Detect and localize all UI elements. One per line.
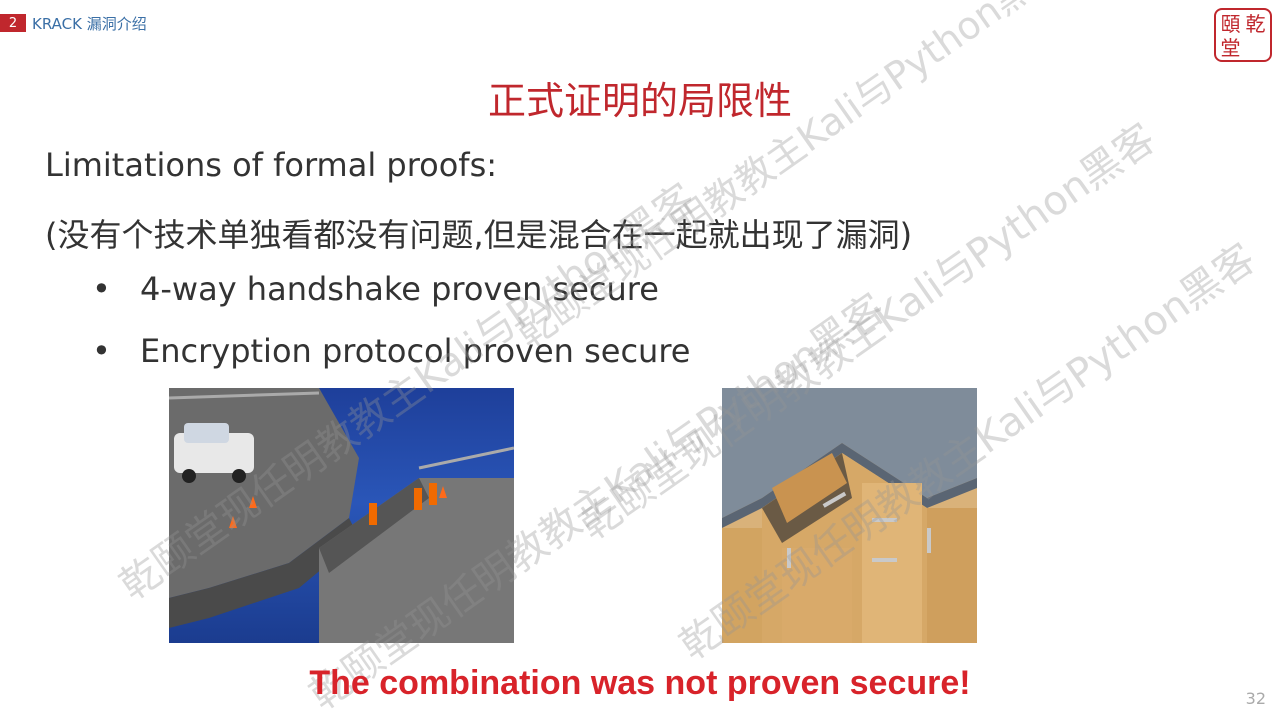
bullet-text: Encryption protocol proven secure xyxy=(140,332,691,370)
subtitle-chinese: (没有个技术单独看都没有问题,但是混合在一起就出现了漏洞) xyxy=(45,216,913,254)
logo-char xyxy=(1243,36,1268,60)
section-title: KRACK 漏洞介绍 xyxy=(32,14,147,33)
bullet-dot: • xyxy=(92,270,111,308)
corner-cabinet-image xyxy=(722,388,977,643)
bullet-dot: • xyxy=(92,332,111,370)
subtitle-english: Limitations of formal proofs: xyxy=(45,146,498,184)
logo-char: 頤 xyxy=(1220,12,1241,36)
section-number: 2 xyxy=(0,14,26,32)
bullet-item: • 4-way handshake proven secure xyxy=(92,270,659,308)
page-number: 32 xyxy=(1245,689,1266,708)
section-header: 2 KRACK 漏洞介绍 xyxy=(0,12,147,34)
slide-title: 正式证明的局限性 xyxy=(487,79,792,123)
broken-bridge-image xyxy=(169,388,514,643)
bullet-text: 4-way handshake proven secure xyxy=(140,270,659,308)
logo-char: 堂 xyxy=(1220,36,1241,60)
logo-seal: 頤 乾 堂 xyxy=(1214,8,1272,62)
logo-char: 乾 xyxy=(1245,12,1266,36)
conclusion-text: The combination was not proven secure! xyxy=(309,664,971,702)
bullet-item: • Encryption protocol proven secure xyxy=(92,332,690,370)
